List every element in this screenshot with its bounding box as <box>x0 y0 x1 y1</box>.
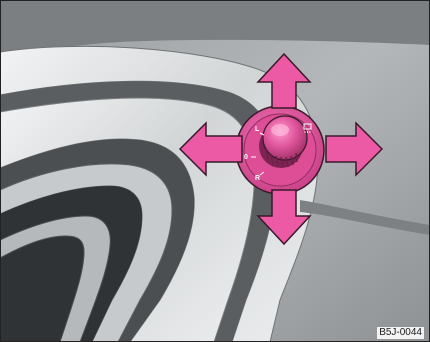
label-right: R <box>255 175 260 182</box>
knob-highlight <box>271 124 289 136</box>
label-off: 0 <box>244 154 248 161</box>
label-left: L <box>255 126 260 133</box>
mirror-switch: L 0 R <box>236 106 324 194</box>
adjustment-knob <box>263 116 307 160</box>
figure-code-label: B5J-0044 <box>377 327 424 339</box>
